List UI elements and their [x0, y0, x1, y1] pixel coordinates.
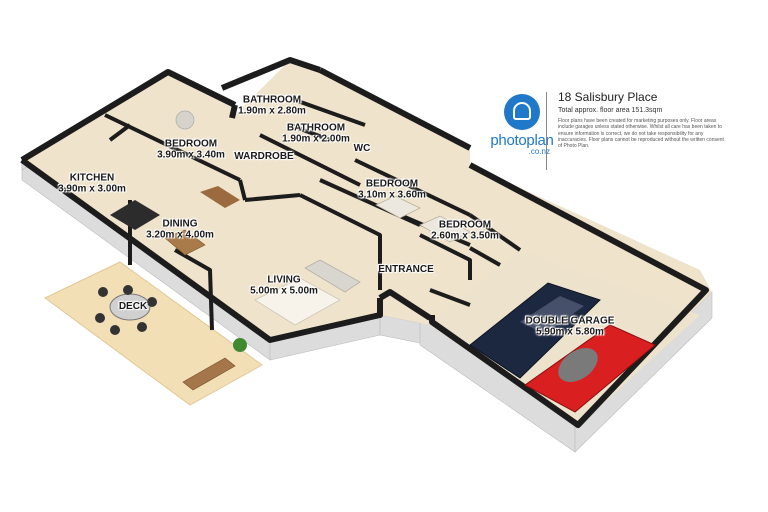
brand-name: photoplan	[490, 132, 554, 149]
red-car-cabin	[558, 347, 598, 383]
room-label-living: LIVING 5.00m x 5.00m	[250, 274, 318, 297]
room-label-entrance: ENTRANCE	[378, 263, 434, 276]
room-label-kitchen: KITCHEN 3.90m x 3.00m	[58, 172, 126, 195]
room-name: WC	[353, 142, 371, 154]
room-name: BATHROOM	[286, 122, 346, 134]
property-address: 18 Salisbury Place	[558, 90, 658, 104]
room-label-deck: DECK	[118, 300, 148, 313]
room-dims: 5.90m x 5.80m	[536, 326, 604, 337]
room-dims: 3.20m x 4.00m	[146, 229, 214, 240]
disclaimer-text: Floor plans have been created for market…	[558, 118, 724, 149]
room-name: BEDROOM	[365, 178, 419, 190]
deck-bench	[182, 357, 236, 391]
kitchen-bench	[110, 200, 160, 230]
room-name: LIVING	[267, 274, 301, 286]
photoplan-logo: photoplan .co.nz	[490, 94, 554, 156]
navy-car-glass	[520, 296, 584, 334]
outer-walls	[20, 57, 709, 428]
room-dims: 1.90m x 2.00m	[282, 133, 350, 144]
desk	[200, 186, 240, 208]
room-name: ENTRANCE	[378, 263, 434, 275]
floor-area: Total approx. floor area 151.3sqm	[558, 107, 663, 114]
sofa	[304, 259, 361, 293]
deck-chairs	[95, 285, 157, 335]
house-icon	[504, 94, 540, 130]
living-rug	[254, 277, 341, 326]
room-name: WARDROBE	[234, 150, 294, 162]
garage-floor	[432, 250, 700, 425]
room-label-bedroom-3: BEDROOM 2.60m x 3.50m	[431, 219, 499, 242]
room-label-wc: WC	[353, 142, 371, 155]
room-label-dining: DINING 3.20m x 4.00m	[146, 218, 214, 241]
room-name: BEDROOM	[438, 219, 492, 231]
room-label-bathroom-1: BATHROOM 1.90m x 2.80m	[238, 94, 306, 117]
room-label-bedroom-2: BEDROOM 3.10m x 3.60m	[358, 178, 426, 201]
room-name: BATHROOM	[242, 94, 302, 106]
room-dims: 2.60m x 3.50m	[431, 230, 499, 241]
inner-walls	[104, 98, 522, 331]
dining-table	[164, 229, 206, 256]
room-label-garage: DOUBLE GARAGE 5.90m x 5.80m	[525, 315, 615, 338]
room-label-wardrobe: WARDROBE	[234, 150, 294, 163]
room-name: DOUBLE GARAGE	[525, 315, 615, 327]
property-info-panel: photoplan .co.nz 18 Salisbury Place Tota…	[484, 88, 734, 178]
room-label-bathroom-2: BATHROOM 1.90m x 2.00m	[282, 122, 350, 145]
room-dims: 3.90m x 3.40m	[157, 149, 225, 160]
info-divider	[546, 92, 547, 170]
room-name: DINING	[162, 218, 198, 230]
room-label-bedroom-1: BEDROOM 3.90m x 3.40m	[157, 138, 225, 161]
potted-plant	[233, 338, 247, 352]
bed-bedroom3	[419, 215, 471, 243]
room-dims: 3.10m x 3.60m	[358, 189, 426, 200]
room-name: BEDROOM	[164, 138, 218, 150]
room-name: KITCHEN	[69, 172, 115, 184]
brand-domain: .co.nz	[528, 147, 550, 156]
room-dims: 3.90m x 3.00m	[58, 183, 126, 194]
armchair	[175, 110, 195, 130]
room-name: DECK	[118, 300, 148, 312]
bed-bedroom2	[375, 195, 421, 219]
room-dims: 1.90m x 2.80m	[238, 105, 306, 116]
room-dims: 5.00m x 5.00m	[250, 285, 318, 296]
